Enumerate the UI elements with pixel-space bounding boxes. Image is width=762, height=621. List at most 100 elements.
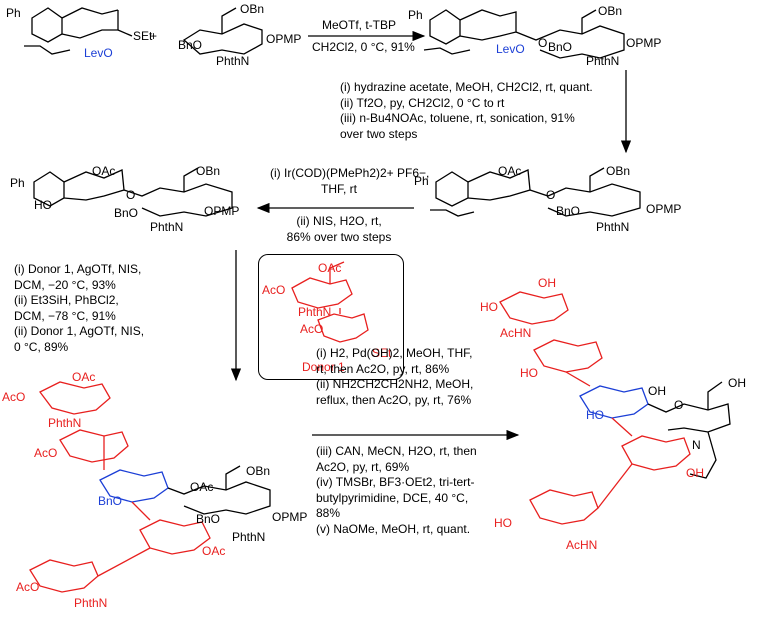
prod-obn: OBn <box>246 464 271 478</box>
prod-phthn-2: PhthN <box>74 596 108 610</box>
step2-product-bno: BnO <box>556 204 581 218</box>
prod-aco-2: AcO <box>34 446 58 460</box>
step3-product-phthn: PhthN <box>150 220 184 234</box>
prod-phthn: PhthN <box>232 530 266 544</box>
final-o: O <box>674 398 684 412</box>
step1-donor-set: SEt <box>133 29 153 43</box>
step2-condition-4: over two steps <box>340 126 418 141</box>
step4-condition-5: (ii) Donor 1, AgOTf, NIS, <box>14 324 145 338</box>
prod-bno: BnO <box>196 512 221 526</box>
step2-product-structure <box>430 167 641 217</box>
step5-condition-2: rt, then Ac2O, py, rt, 86% <box>316 361 450 376</box>
step3-product-oac: OAc <box>92 164 116 178</box>
prod-oac-1: OAc <box>72 370 96 384</box>
donor1-set: SEt <box>372 346 392 360</box>
prod-aco-3: AcO <box>16 580 40 594</box>
step3-product-obn: OBn <box>196 164 221 178</box>
step2-product-pmp: OPMP <box>646 202 682 216</box>
prod-pmp: OPMP <box>272 510 308 524</box>
step2-condition-2: (ii) Tf2O, py, CH2Cl2, 0 °C to rt <box>340 95 505 110</box>
step1-product-structure <box>423 9 625 59</box>
final-ho-3: HO <box>494 516 512 530</box>
prod-phthn-1: PhthN <box>48 416 82 430</box>
final-n: N <box>692 438 701 452</box>
final-ho-2: HO <box>520 366 538 380</box>
step1-product-obn: OBn <box>598 4 623 18</box>
step3-product-structure <box>33 167 233 217</box>
step1-acceptor-bno: BnO <box>178 38 203 52</box>
step2-condition-1: (i) hydrazine acetate, MeOH, CH2Cl2, rt,… <box>340 80 593 94</box>
step4-condition-1: (i) Donor 1, AgOTf, NIS, <box>14 262 142 276</box>
step1-product-o: O <box>538 36 548 50</box>
step3-condition-4: 86% over two steps <box>286 229 392 244</box>
donor1-structure <box>291 261 369 343</box>
step3-product-bno: BnO <box>114 206 139 220</box>
step2-conditions: (i) hydrazine acetate, MeOH, CH2Cl2, rt,… <box>340 80 593 142</box>
step1-product-bno: BnO <box>548 40 573 54</box>
step5-condition-3: (ii) NH2CH2CH2NH2, MeOH, <box>316 377 474 391</box>
final-oh-black-2: OH <box>728 376 746 390</box>
step1-acceptor-structure <box>182 7 263 55</box>
protected-oligosaccharide-structure <box>29 381 271 593</box>
donor1-phthn: PhthN <box>298 305 332 319</box>
step1-product-pmp: OPMP <box>626 36 662 50</box>
prod-oac-black: OAc <box>190 480 214 494</box>
step5-condition-8: butylpyrimidine, DCE, 40 °C, <box>316 490 469 505</box>
step3-conditions: (i) Ir(COD)(PMePh2)2+ PF6−, THF, rt <box>270 166 430 197</box>
final-ho-1: HO <box>480 300 498 314</box>
step3-product-o: O <box>126 188 136 202</box>
step1-product-phthn: PhthN <box>586 54 620 68</box>
step3-conditions-lower: (ii) NIS, H2O, rt, 86% over two steps <box>270 214 408 245</box>
donor1-oac-top: OAc <box>318 261 342 275</box>
step3-product-pmp: OPMP <box>204 204 240 218</box>
step1-product-ph: Ph <box>408 8 423 22</box>
step5-condition-1: (i) H2, Pd(OH)2, MeOH, THF, <box>316 346 473 360</box>
step4-condition-4: DCM, −78 °C, 91% <box>14 308 116 323</box>
final-ho-blue: HO <box>586 408 604 422</box>
step3-condition-2: THF, rt <box>321 181 357 196</box>
step1-acceptor-obn: OBn <box>240 2 265 16</box>
step4-condition-3: (ii) Et3SiH, PhBCl2, <box>14 293 119 307</box>
step1-donor-structure <box>24 7 133 55</box>
step2-product-o: O <box>546 188 556 202</box>
final-oh-1: OH <box>538 276 556 290</box>
step4-condition-2: DCM, −20 °C, 93% <box>14 277 116 292</box>
step5-condition-4: reflux, then Ac2O, py, rt, 76% <box>316 392 472 407</box>
final-achn-1: AcHN <box>500 326 532 340</box>
step3-condition-1: (i) Ir(COD)(PMePh2)2+ PF6−, <box>270 166 430 180</box>
step4-conditions: (i) Donor 1, AgOTf, NIS, DCM, −20 °C, 93… <box>14 262 144 355</box>
donor1-box <box>258 254 404 380</box>
step2-product-oac: OAc <box>498 164 522 178</box>
step3-product-ho: HO <box>34 198 52 212</box>
prod-oac-2: OAc <box>202 544 226 558</box>
step2-product-phthn: PhthN <box>596 220 630 234</box>
step2-condition-3: (iii) n-Bu4NOAc, toluene, rt, sonication… <box>340 111 575 125</box>
step1-donor-lev: LevO <box>84 46 113 60</box>
final-oh-black-1: OH <box>648 384 666 398</box>
step1-acceptor-pmp: OPMP <box>266 32 302 46</box>
donor1-aco: AcO <box>262 283 286 297</box>
prod-bno-blue: BnO <box>98 494 123 508</box>
step1-conditions-top: MeOTf, t-TBP <box>322 18 397 32</box>
step3-product-ph: Ph <box>10 176 25 190</box>
step1-acceptor-phthn: PhthN <box>216 54 250 68</box>
step5-condition-5: (iii) CAN, MeCN, H2O, rt, then <box>316 444 477 458</box>
step2-product-obn: OBn <box>606 164 631 178</box>
step2-product-ph: Ph <box>414 174 429 188</box>
final-oh-2: OH <box>686 466 704 480</box>
final-achn-2: AcHN <box>566 538 598 552</box>
step1-conditions-bottom: CH2Cl2, 0 °C, 91% <box>312 40 415 54</box>
step5-conditions-lower: (iii) CAN, MeCN, H2O, rt, then Ac2O, py,… <box>316 444 477 537</box>
step3-condition-3: (ii) NIS, H2O, rt, <box>296 214 382 228</box>
step5-condition-6: Ac2O, py, rt, 69% <box>316 459 410 474</box>
step5-condition-7: (iv) TMSBr, BF3·OEt2, tri-tert- <box>316 475 475 489</box>
step4-condition-6: 0 °C, 89% <box>14 339 69 354</box>
prod-aco-1: AcO <box>2 390 26 404</box>
step5-condition-9: 88% <box>316 506 341 520</box>
step1-product-lev: LevO <box>496 42 525 56</box>
step1-donor-ph: Ph <box>6 6 21 20</box>
step5-condition-10: (v) NaOMe, MeOH, rt, quant. <box>316 521 471 536</box>
step5-conditions-upper: (i) H2, Pd(OH)2, MeOH, THF, rt, then Ac2… <box>316 346 473 408</box>
final-oligosaccharide-structure <box>499 291 731 525</box>
